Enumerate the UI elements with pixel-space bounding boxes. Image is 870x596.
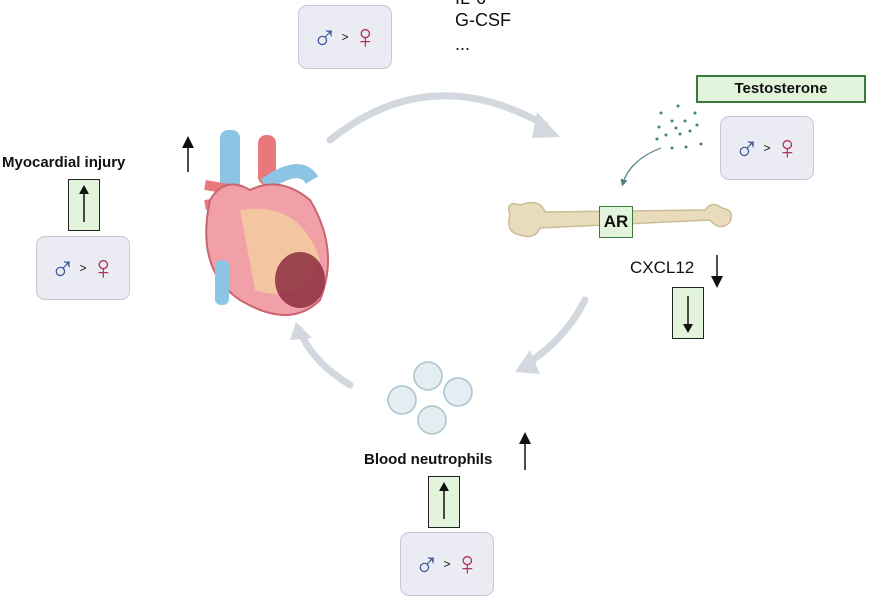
sex-comparison-testosterone: ♂>♀ — [720, 116, 814, 180]
cytokine-gcsf: G-CSF — [455, 10, 511, 30]
down-arrow-icon — [683, 296, 693, 333]
cxcl12-label: CXCL12 — [630, 258, 695, 277]
myocardial-injury-label: Myocardial injury — [2, 154, 126, 171]
female-icon: ♀ — [454, 545, 481, 583]
cycle-arrow-bone-to-blood — [521, 296, 589, 369]
greater-than: > — [341, 30, 349, 44]
female-icon: ♀ — [774, 129, 801, 167]
female-icon: ♀ — [90, 249, 117, 287]
testosterone-arrow — [620, 147, 662, 187]
cycle-arrows — [296, 92, 589, 389]
testosterone-label: Testosterone — [696, 75, 866, 103]
testosterone-particles — [655, 104, 703, 150]
male-icon: ♂ — [733, 129, 760, 167]
sex-comparison-myocardial: ♂>♀ — [36, 236, 130, 300]
sex-comparison-top: ♂>♀ — [298, 5, 392, 69]
heart-illustration — [204, 130, 329, 316]
sex-comparison-neutrophils: ♂>♀ — [400, 532, 494, 596]
greater-than: > — [79, 261, 87, 275]
cytokine-il6: IL-6 — [455, 0, 486, 9]
neutrophils-increase-box — [428, 476, 460, 528]
cxcl12-decrease-box — [672, 287, 704, 339]
cycle-arrow-heart-to-bone — [326, 92, 549, 144]
greater-than: > — [763, 141, 771, 155]
blood-neutrophils-label: Blood neutrophils — [364, 451, 493, 468]
diagram-graphics — [182, 92, 733, 470]
female-icon: ♀ — [352, 18, 379, 56]
myocardial-increase-box — [68, 179, 100, 231]
male-icon: ♂ — [49, 249, 76, 287]
up-arrow-icon — [439, 482, 449, 519]
male-icon: ♂ — [311, 18, 338, 56]
greater-than: > — [443, 557, 451, 571]
up-arrow-icon — [79, 185, 89, 222]
androgen-receptor-label: AR — [599, 206, 633, 238]
male-icon: ♂ — [413, 545, 440, 583]
cytokine-more: ... — [455, 34, 471, 54]
neutrophil-cells — [387, 361, 473, 435]
